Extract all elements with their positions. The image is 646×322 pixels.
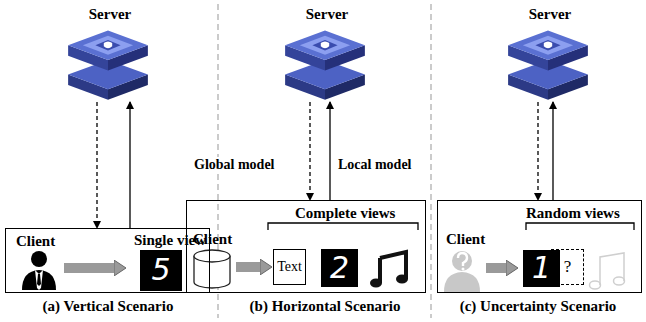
node-label: Server bbox=[60, 6, 160, 23]
download-arrow bbox=[96, 102, 97, 228]
panel-caption: (a) Vertical Scenario bbox=[43, 298, 174, 315]
node-label: Server bbox=[500, 6, 600, 23]
node-text: Complete views bbox=[295, 205, 395, 222]
server: Server bbox=[60, 2, 160, 102]
upload-arrow bbox=[329, 102, 330, 200]
download-arrow bbox=[537, 102, 538, 200]
node-label: Text bbox=[274, 259, 305, 274]
digit-image: 2 bbox=[321, 253, 358, 285]
node-label: Client bbox=[446, 231, 485, 248]
digit-image: 1 bbox=[523, 253, 560, 285]
missing-view-box: ? bbox=[551, 249, 584, 285]
panel-caption: (c) Uncertainty Scenario bbox=[460, 298, 617, 315]
edge-label: Global model bbox=[192, 157, 277, 173]
server: Server bbox=[277, 2, 377, 102]
panel-caption: (b) Horizontal Scenario bbox=[250, 298, 401, 315]
node-label: Server bbox=[277, 6, 377, 23]
node-text: Random views bbox=[526, 205, 620, 222]
edge-label: Local model bbox=[336, 157, 414, 173]
node-label: Client bbox=[16, 233, 55, 250]
server: Server bbox=[500, 2, 600, 102]
upload-arrow bbox=[129, 102, 130, 228]
text-view-box: Text bbox=[273, 249, 306, 285]
download-arrow bbox=[309, 102, 310, 200]
node-label: ? bbox=[552, 258, 583, 277]
upload-arrow bbox=[552, 102, 553, 200]
client-box: Client Complete viewsText bbox=[186, 200, 426, 293]
client-box: ClientSingle view bbox=[5, 228, 210, 293]
digit-image: 5 bbox=[140, 255, 182, 287]
node-label: Client bbox=[193, 231, 232, 248]
